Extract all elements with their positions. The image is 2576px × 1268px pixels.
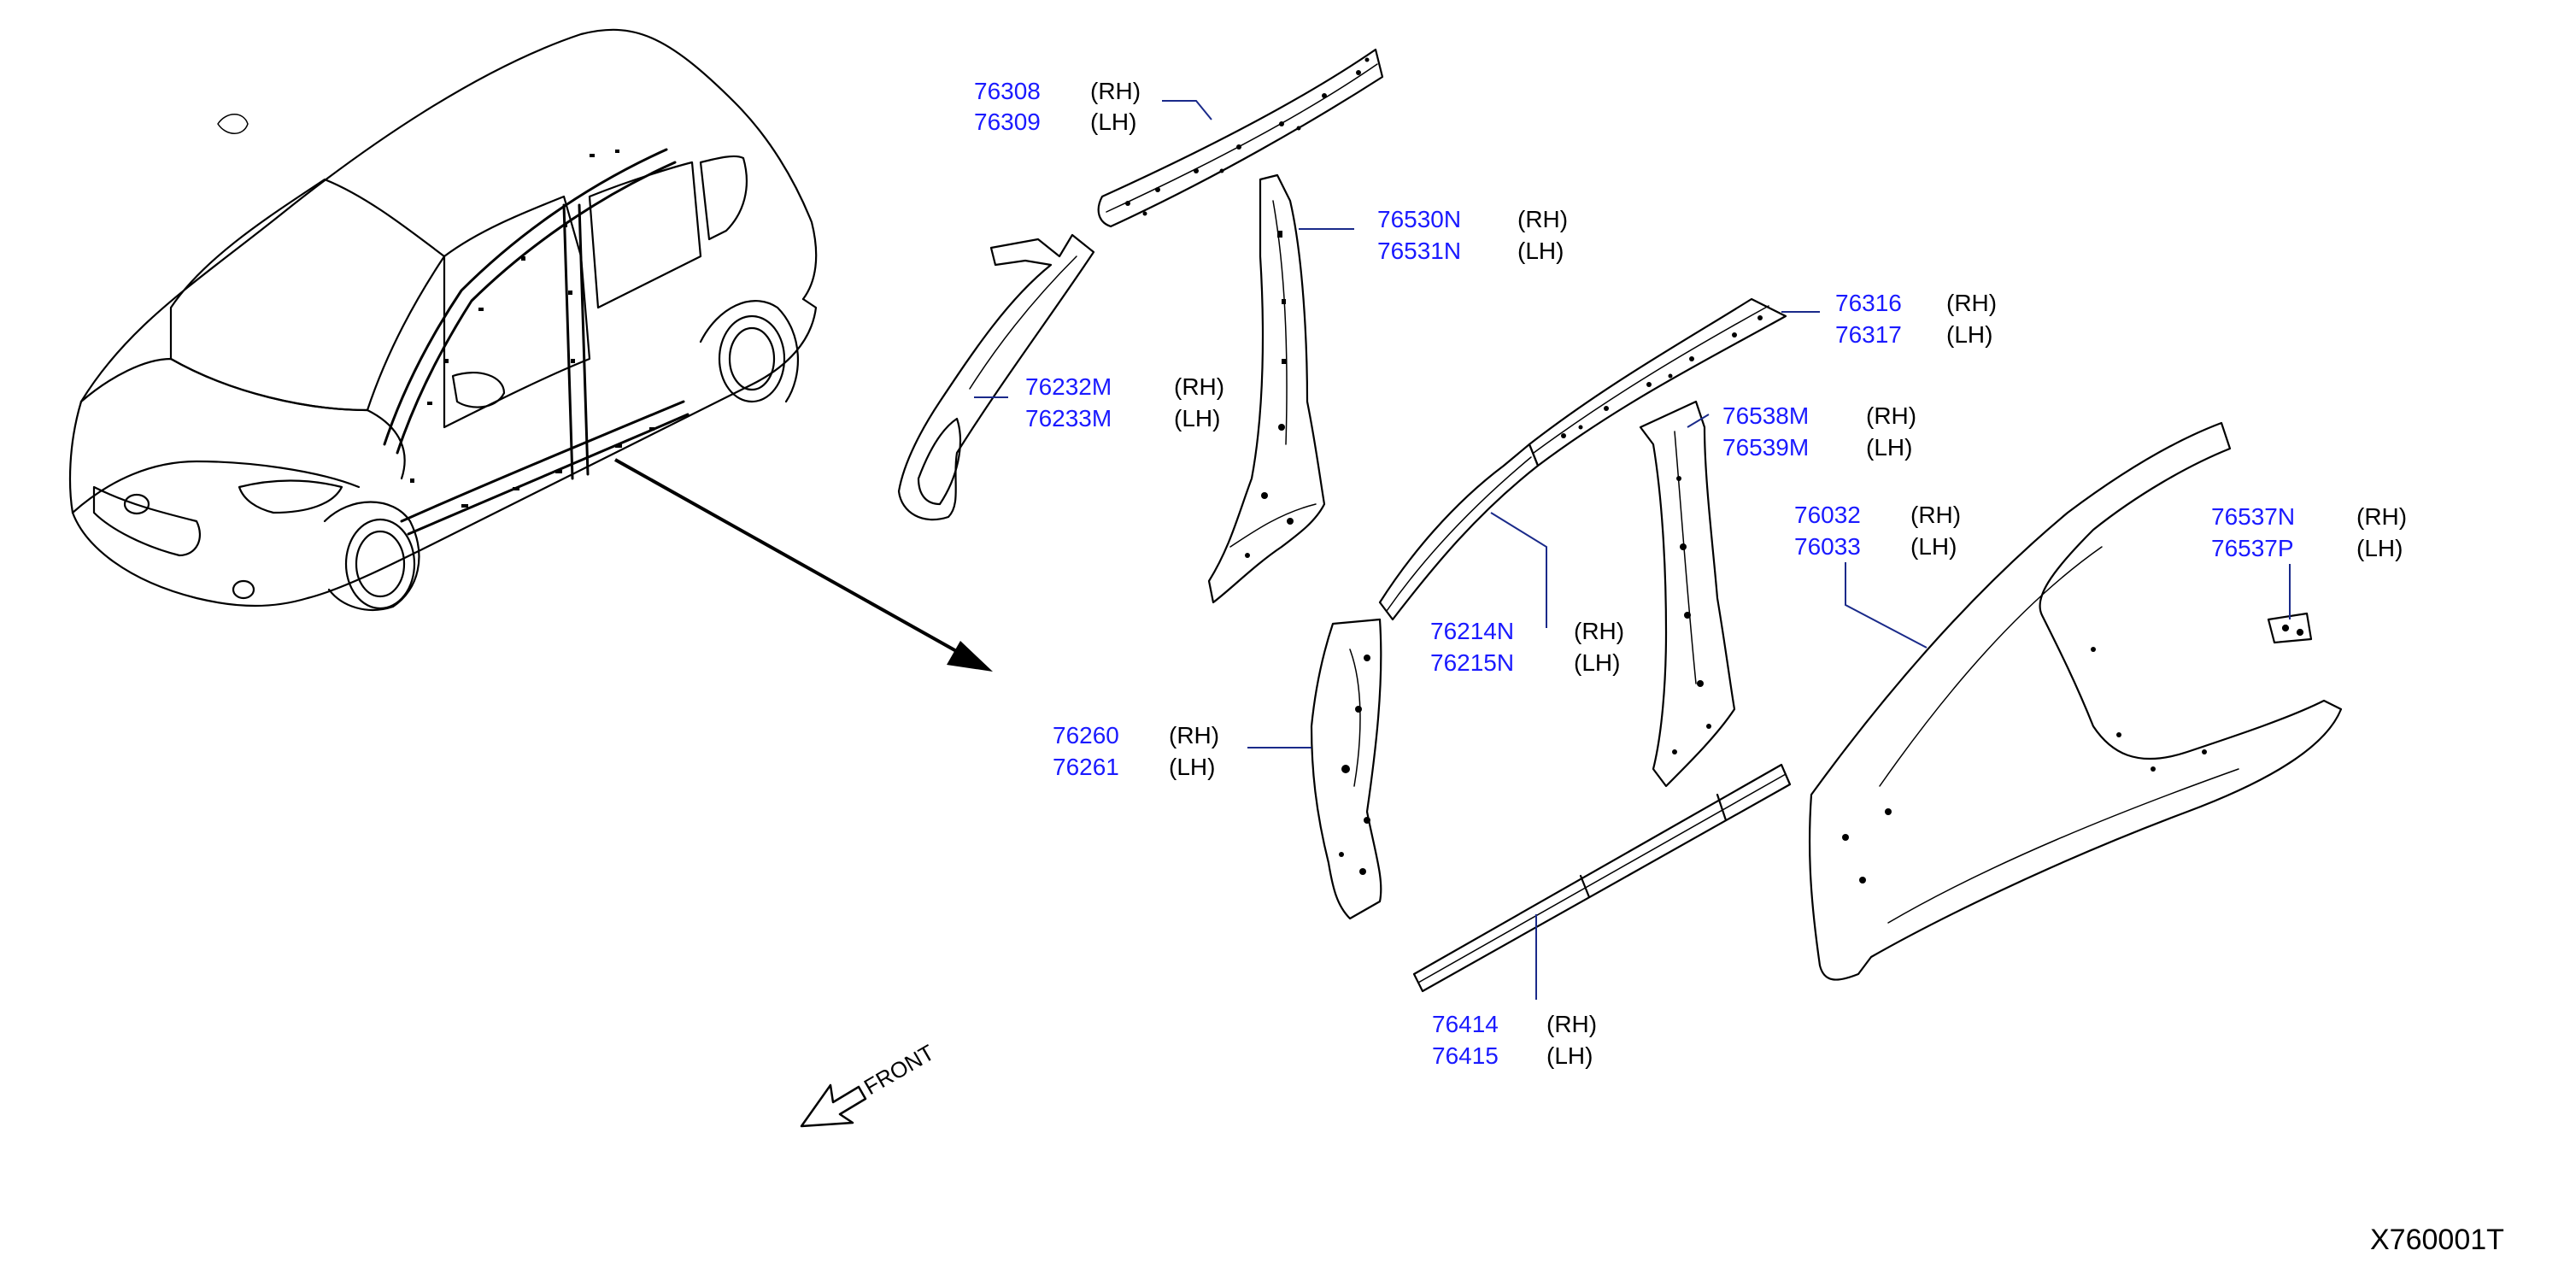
side-label: (LH) xyxy=(1546,1042,1593,1069)
part-number-link[interactable]: 76309 xyxy=(974,109,1041,135)
side-label: (LH) xyxy=(1866,434,1912,461)
part-number-link[interactable]: 76232M xyxy=(1025,373,1112,400)
part-number-link[interactable]: 76308 xyxy=(974,78,1041,104)
side-label: (LH) xyxy=(1174,405,1220,431)
part-roof-rail-front xyxy=(1097,48,1384,228)
side-label: (RH) xyxy=(1910,502,1961,528)
front-arrow-icon xyxy=(800,1083,867,1128)
side-label: (LH) xyxy=(1517,238,1564,264)
side-label: (LH) xyxy=(2356,535,2403,561)
callout-bracket: 76537N (RH) 76537P (LH) xyxy=(2211,503,2407,561)
side-label: (LH) xyxy=(1946,321,1992,348)
callout-front-pillar-inner-lower: 76260 (RH) 76261 (LH) xyxy=(1053,722,1219,780)
part-front-pillar-lower-holes xyxy=(1339,655,1370,875)
part-number-link[interactable]: 76537N xyxy=(2211,503,2295,530)
callout-roof-side-rail-inner: 76214N (RH) 76215N (LH) xyxy=(1430,618,1624,676)
part-body-side-holes xyxy=(1842,647,2207,883)
callout-roof-rail-rear: 76316 (RH) 76317 (LH) xyxy=(1835,290,1997,348)
side-label: (RH) xyxy=(1517,206,1568,232)
part-number-link[interactable]: 76215N xyxy=(1430,649,1514,676)
part-number-link[interactable]: 76032 xyxy=(1794,502,1861,528)
leader-lines xyxy=(974,100,2291,1000)
part-number-link[interactable]: 76415 xyxy=(1432,1042,1499,1069)
side-label: (RH) xyxy=(1574,618,1624,644)
front-label: FRONT xyxy=(860,1039,939,1100)
callout-center-pillar-inner: 76538M (RH) 76539M (LH) xyxy=(1722,402,1916,461)
part-number-link[interactable]: 76530N xyxy=(1377,206,1461,232)
part-number-link[interactable]: 76414 xyxy=(1432,1011,1499,1037)
part-a-pillar-inner-upper xyxy=(1207,173,1326,604)
part-roof-rail-rear-holes xyxy=(1561,315,1763,438)
callout-body-side-outer: 76032 (RH) 76033 (LH) xyxy=(1794,502,1961,560)
part-number-link[interactable]: 76033 xyxy=(1794,533,1861,560)
part-number-link[interactable]: 76538M xyxy=(1722,402,1809,429)
part-number-link[interactable]: 76537P xyxy=(2211,535,2294,561)
side-label: (LH) xyxy=(1574,649,1620,676)
side-label: (RH) xyxy=(1866,402,1916,429)
side-label: (LH) xyxy=(1090,109,1136,135)
part-body-side-outer xyxy=(1808,421,2343,981)
side-label: (RH) xyxy=(1090,78,1141,104)
part-number-link[interactable]: 76214N xyxy=(1430,618,1514,644)
side-label: (RH) xyxy=(1946,290,1997,316)
part-roof-rail-rear xyxy=(1528,297,1787,467)
part-number-link[interactable]: 76539M xyxy=(1722,434,1809,461)
part-a-pillar-inner-holes xyxy=(1245,231,1294,558)
callout-roof-rail-front: 76308 (RH) 76309 (LH) xyxy=(974,78,1141,135)
callout-sill-inner: 76414 (RH) 76415 (LH) xyxy=(1432,1011,1597,1069)
part-bracket xyxy=(2267,612,2313,644)
side-label: (LH) xyxy=(1169,754,1215,780)
side-label: (RH) xyxy=(1546,1011,1597,1037)
side-label: (RH) xyxy=(1169,722,1219,748)
side-label: (LH) xyxy=(1910,533,1957,560)
side-label: (RH) xyxy=(1174,373,1224,400)
part-number-link[interactable]: 76316 xyxy=(1835,290,1902,316)
explode-direction-arrow xyxy=(614,458,993,672)
front-direction-indicator: FRONT xyxy=(800,1039,939,1128)
part-number-link[interactable]: 76261 xyxy=(1053,754,1119,780)
vehicle-overview-illustration xyxy=(68,28,818,611)
side-label: (RH) xyxy=(2356,503,2407,530)
part-number-link[interactable]: 76531N xyxy=(1377,238,1461,264)
part-roof-rail-front-holes xyxy=(1125,57,1370,216)
part-roof-side-rail-inner xyxy=(1378,443,1540,621)
part-number-link[interactable]: 76317 xyxy=(1835,321,1902,348)
part-center-pillar-inner xyxy=(1639,400,1736,788)
part-sill-inner xyxy=(1412,763,1792,993)
callout-front-pillar-reinforcement: 76232M (RH) 76233M (LH) xyxy=(1025,373,1224,431)
diagram-id: X760001T xyxy=(2370,1224,2504,1256)
part-center-pillar-holes xyxy=(1672,476,1711,754)
callout-a-pillar-inner-upper: 76530N (RH) 76531N (LH) xyxy=(1377,206,1568,264)
part-front-pillar-reinforcement xyxy=(897,233,1095,521)
part-number-link[interactable]: 76260 xyxy=(1053,722,1119,748)
part-number-link[interactable]: 76233M xyxy=(1025,405,1112,431)
vehicle-overview-hatching xyxy=(410,150,654,508)
